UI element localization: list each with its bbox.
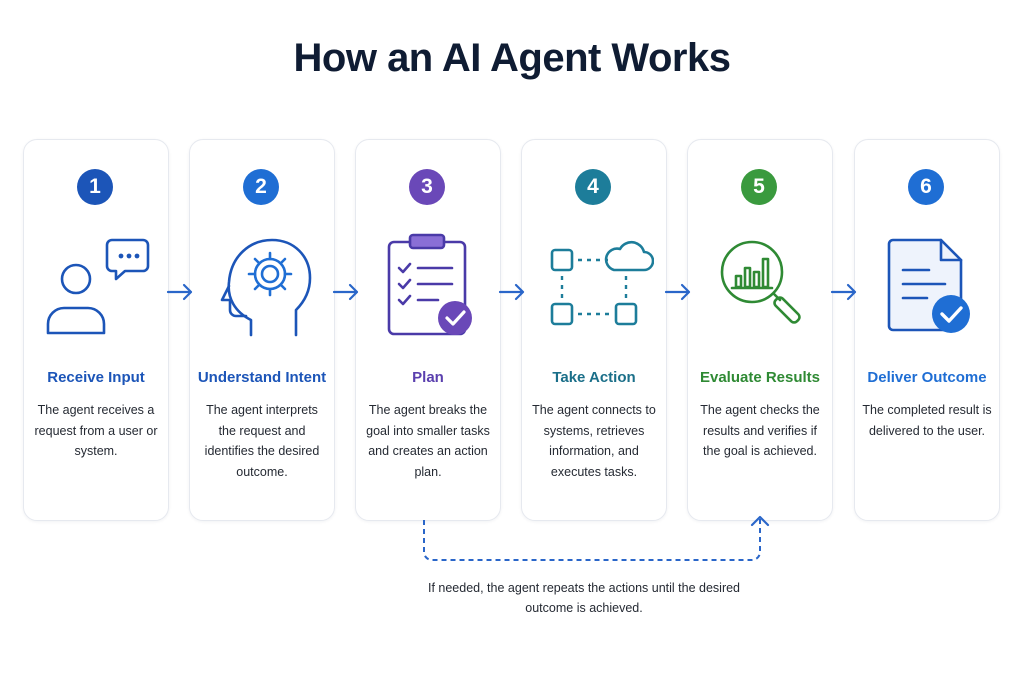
step-title: Deliver Outcome [867,369,987,386]
arrow-right-icon [664,283,691,301]
step-badge: 2 [243,169,279,205]
step-badge: 3 [409,169,445,205]
step-card-6: 6 Deliver Outcome The completed result i… [854,139,1000,521]
step-description: The agent interprets the request and ide… [204,403,320,479]
arrow-right-icon [166,283,193,301]
loop-note: If needed, the agent repeats the actions… [427,581,741,615]
step-description: The agent breaks the goal into smaller t… [366,403,490,479]
step-title: Take Action [552,369,636,386]
clipboard-check-icon [387,233,472,336]
step-description: The agent receives a request from a user… [34,403,158,458]
network-cloud-icon [550,240,654,326]
step-description: The agent connects to systems, retrieves… [532,403,656,479]
step-card-5: 5 Evaluate Results The agent checks the … [687,139,833,521]
step-badge: 1 [77,169,113,205]
document-check-icon [887,238,970,333]
step-card-3: 3 Plan The agent breaks the goal into sm… [355,139,501,521]
head-gear-icon [220,238,312,337]
feedback-loop-arrow [423,515,770,561]
step-description: The agent checks the results and verifie… [700,403,820,458]
arrow-right-icon [498,283,525,301]
step-card-4: 4 Take Action The agent connects to syst… [521,139,667,521]
step-title: Receive Input [47,369,145,386]
step-badge: 5 [741,169,777,205]
step-card-1: 1 Receive Input The agent receives a req… [23,139,169,521]
step-title: Understand Intent [197,369,327,386]
step-description: The completed result is delivered to the… [862,403,992,438]
magnifier-chart-icon [720,240,801,324]
diagram-title: How an AI Agent Works [293,36,731,80]
step-title: Evaluate Results [699,369,821,386]
step-badge: 4 [575,169,611,205]
step-badge: 6 [908,169,944,205]
user-chat-icon [46,238,150,335]
step-title: Plan [412,369,444,386]
arrow-right-icon [332,283,359,301]
step-card-2: 2 Understand Intent The agent interprets… [189,139,335,521]
arrow-right-icon [830,283,857,301]
